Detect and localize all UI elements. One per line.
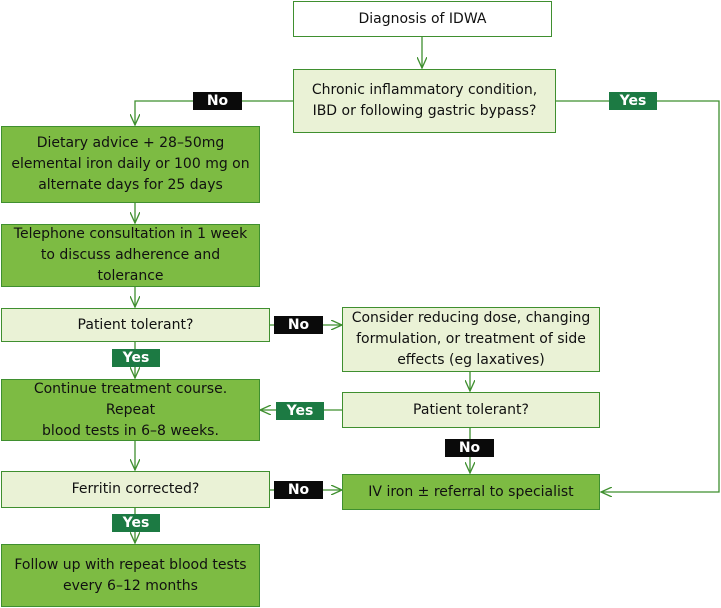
node-patient-tolerant-1-text: Patient tolerant?: [77, 316, 194, 333]
node-patient-tolerant-1: Patient tolerant?: [1, 308, 270, 342]
node-follow-up: Follow up with repeat blood tests every …: [1, 544, 260, 607]
node-dietary-advice-text: Dietary advice + 28–50mg elemental iron …: [11, 135, 250, 193]
label-yes-tolerant-1: Yes: [112, 349, 160, 367]
node-ferritin-corrected: Ferritin corrected?: [1, 471, 270, 508]
node-iv-iron: IV iron ± referral to specialist: [342, 474, 600, 510]
node-continue-treatment: Continue treatment course. Repeat blood …: [1, 379, 260, 441]
label-no-tolerant-1: No: [274, 316, 323, 334]
node-chronic-condition: Chronic inflammatory condition, IBD or f…: [293, 69, 556, 133]
node-consider-reducing-text: Consider reducing dose, changing formula…: [351, 310, 591, 368]
label-yes-tolerant-2: Yes: [276, 402, 324, 420]
node-iv-iron-text: IV iron ± referral to specialist: [368, 483, 574, 500]
node-diagnosis: Diagnosis of IDWA: [293, 1, 552, 37]
label-no-ferritin: No: [274, 481, 323, 499]
node-ferritin-corrected-text: Ferritin corrected?: [71, 481, 200, 497]
label-yes-chronic: Yes: [609, 92, 657, 110]
node-consider-reducing: Consider reducing dose, changing formula…: [342, 307, 600, 372]
node-follow-up-text: Follow up with repeat blood tests every …: [14, 556, 247, 594]
node-telephone-consultation: Telephone consultation in 1 week to disc…: [1, 224, 260, 287]
node-dietary-advice: Dietary advice + 28–50mg elemental iron …: [1, 126, 260, 203]
label-yes-ferritin: Yes: [112, 514, 160, 532]
node-telephone-consultation-text: Telephone consultation in 1 week to disc…: [13, 226, 248, 284]
node-patient-tolerant-2-text: Patient tolerant?: [413, 401, 529, 418]
label-no-tolerant-2: No: [445, 439, 494, 457]
node-diagnosis-text: Diagnosis of IDWA: [358, 10, 487, 27]
node-chronic-condition-text: Chronic inflammatory condition, IBD or f…: [311, 82, 538, 119]
node-continue-treatment-text: Continue treatment course. Repeat blood …: [33, 380, 228, 439]
node-patient-tolerant-2: Patient tolerant?: [342, 392, 600, 428]
arrow-chronic-yes: [556, 100, 720, 492]
label-no-chronic: No: [193, 92, 242, 110]
